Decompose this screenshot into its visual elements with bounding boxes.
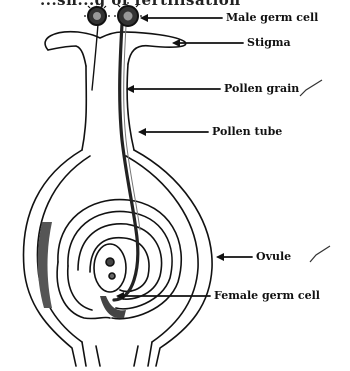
label-stigma: Stigma — [247, 37, 291, 48]
label-pollen-grain: Pollen grain — [224, 83, 299, 94]
ovule-layer-4 — [90, 238, 149, 292]
ovary-shading-left — [38, 222, 52, 308]
style-left-wall — [82, 66, 86, 150]
stigma-left-lip — [48, 46, 86, 66]
pollen-tube-left — [92, 24, 98, 90]
pollen-tube — [114, 24, 138, 300]
style-right-wall — [127, 64, 134, 150]
ovule-stalk — [57, 262, 110, 319]
ovule-stalk-inner — [68, 266, 92, 310]
stigma-outline — [45, 32, 186, 64]
label-ovule: Ovule — [256, 251, 291, 262]
ovary-base-lines — [82, 342, 152, 366]
embryo-sac — [94, 244, 126, 292]
embryo-sac-nucleus — [106, 258, 114, 266]
ovary-outer-wall — [23, 150, 212, 366]
check-mark-ovule — [310, 246, 330, 262]
embryo-sac-nucleus-2 — [109, 273, 115, 279]
check-mark-pollen-grain — [300, 80, 322, 96]
pollen-grains — [84, 2, 142, 26]
label-pollen-tube: Pollen tube — [212, 126, 282, 137]
label-female-germ-cell: Female germ cell — [214, 290, 320, 301]
label-male-germ-cell: Male germ cell — [226, 12, 318, 23]
